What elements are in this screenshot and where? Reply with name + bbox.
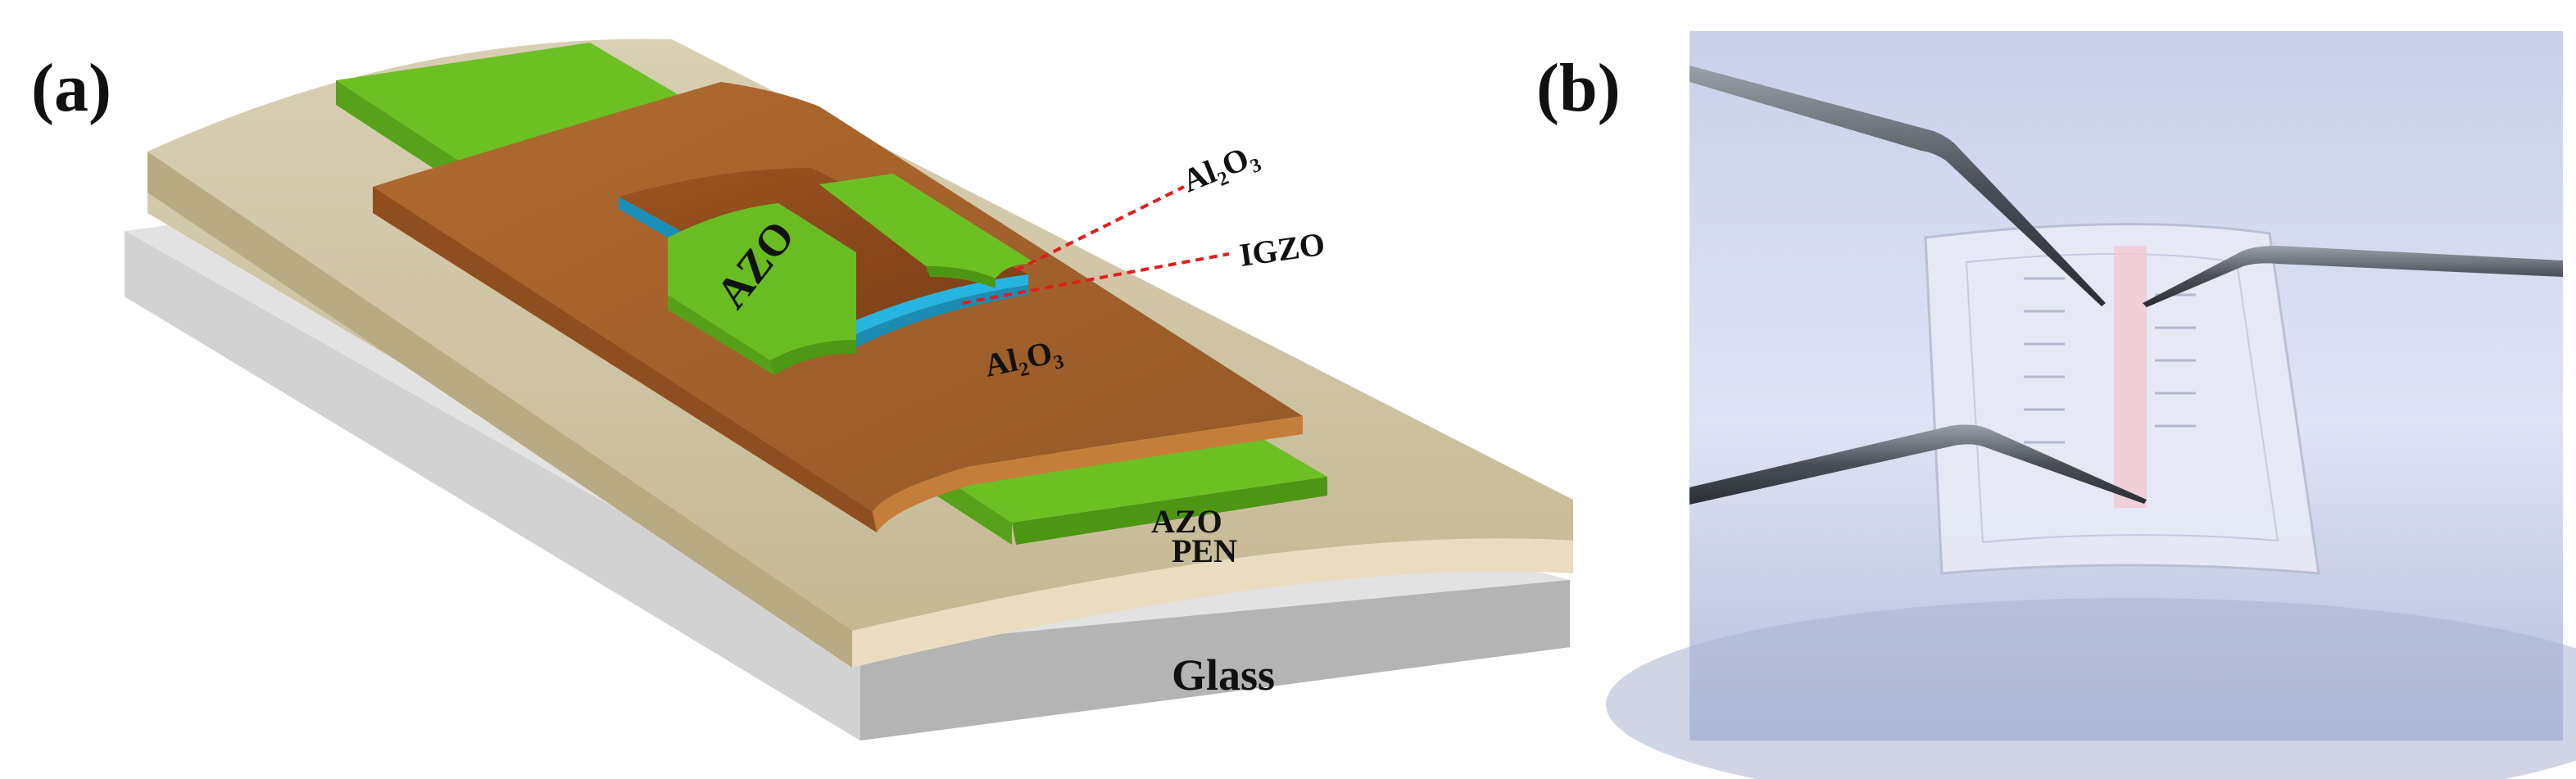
- leader-lines: [962, 185, 1230, 305]
- azo-drain-electrode: [819, 174, 1036, 288]
- glass-label: Glass: [1172, 650, 1275, 700]
- probe-top-right: [2143, 246, 2563, 307]
- probe-top-left: [1689, 66, 2106, 306]
- panel-a: (a) Glass PEN AZO: [31, 38, 1573, 741]
- azo-gate-label: AZO: [1151, 503, 1222, 540]
- pen-label: PEN: [1172, 532, 1237, 569]
- flexible-sample: [1924, 223, 2320, 575]
- panel-b: (b): [1536, 31, 2576, 779]
- al2o3-top-label: Al₂O₃: [1177, 136, 1263, 199]
- panel-a-label: (a): [31, 50, 111, 126]
- panel-b-label: (b): [1536, 50, 1621, 126]
- azo-source-electrode: [668, 203, 856, 375]
- leader-al2o3: [1015, 185, 1185, 272]
- igzo-label: IGZO: [1237, 225, 1327, 274]
- probe-bottom-left: [1689, 424, 2147, 505]
- probe-needles: [1689, 66, 2563, 505]
- leader-igzo: [962, 252, 1230, 305]
